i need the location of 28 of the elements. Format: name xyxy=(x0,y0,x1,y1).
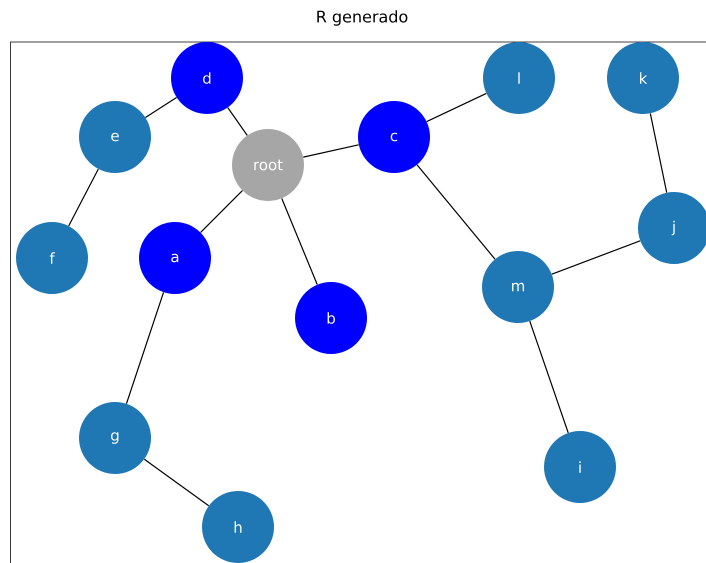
edge-line xyxy=(529,321,569,433)
graph-node: e xyxy=(79,101,151,173)
edge-line xyxy=(200,190,243,233)
graph-node: g xyxy=(79,402,151,474)
edge-line xyxy=(227,107,248,136)
edge-line xyxy=(126,292,164,404)
graph-node: l xyxy=(483,42,555,114)
graph-node: f xyxy=(16,222,88,294)
edge-line xyxy=(650,113,668,193)
graph-node: i xyxy=(544,431,616,503)
edge-line xyxy=(68,168,99,226)
graph-node: k xyxy=(607,42,679,114)
graph-node: d xyxy=(171,42,243,114)
graph-node: m xyxy=(482,251,554,323)
graph-node: c xyxy=(358,101,430,173)
edge-line xyxy=(303,144,359,158)
edge-line xyxy=(145,97,177,118)
edge-line xyxy=(416,164,496,260)
graph-node: h xyxy=(202,491,274,563)
edge-line xyxy=(552,240,640,275)
edge-line xyxy=(281,198,318,285)
chart-title: R generado xyxy=(317,10,408,26)
graph-node: j xyxy=(638,192,706,264)
graph-node: root xyxy=(232,129,304,201)
graph-node: b xyxy=(295,282,367,354)
edge-line xyxy=(426,92,487,122)
edge-line xyxy=(144,458,210,506)
graph-node: a xyxy=(139,222,211,294)
